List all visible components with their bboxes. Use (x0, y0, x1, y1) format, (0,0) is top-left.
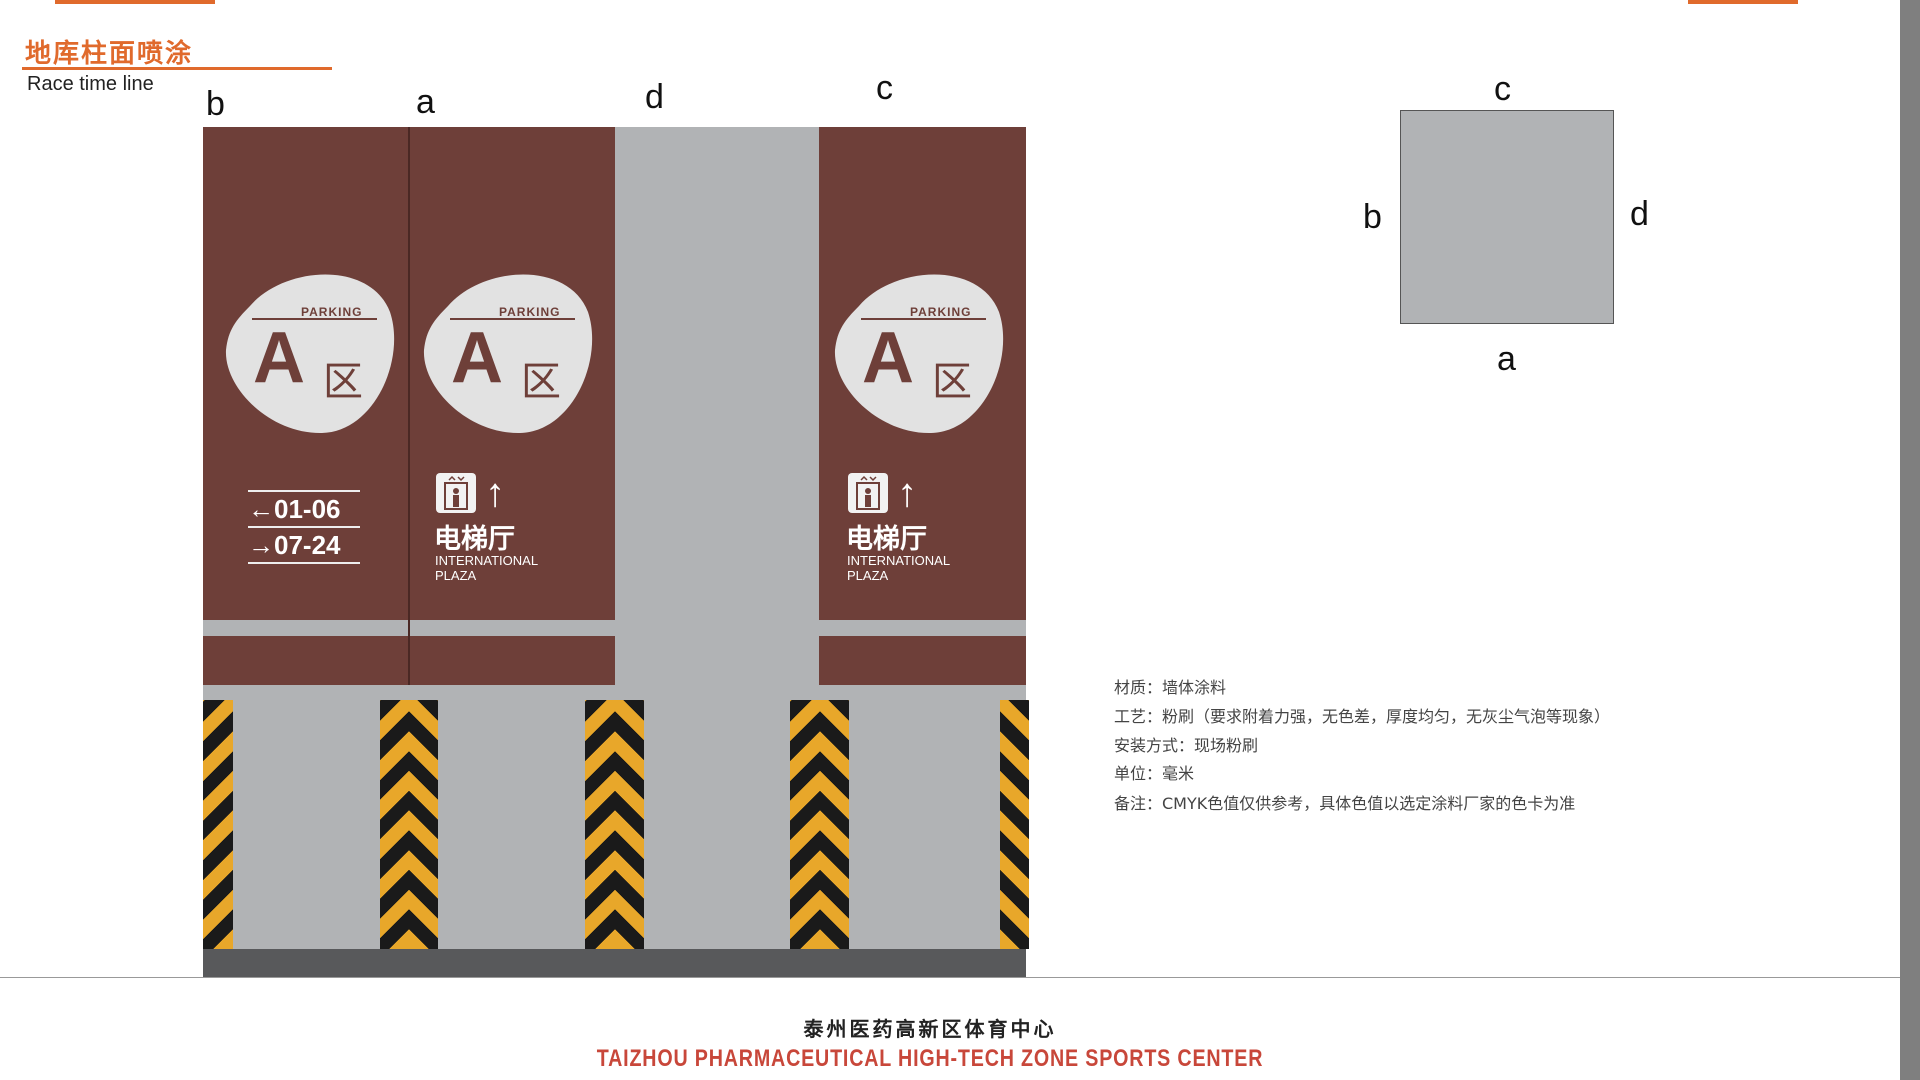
page-title: 地库柱面喷涂 (25, 39, 194, 69)
sign-face-a: PARKING A 区 ↑ 电梯厅 INTERNATIONAL PLAZA (409, 127, 615, 620)
base-strip (203, 949, 1026, 977)
zone-letter: A (862, 318, 914, 398)
plan-label-left: b (1363, 198, 1382, 236)
title-underline (22, 67, 332, 70)
zone-char: 区 (932, 359, 972, 405)
hazard-stripe (585, 700, 644, 949)
arrow-up-icon: ↑ (897, 471, 917, 515)
arrow-up-icon: ↑ (485, 471, 505, 515)
column-elevation: PARKING A 区 ←01-06 →07-24 PARKING A 区 ↑ … (203, 127, 1029, 977)
plaza-label: INTERNATIONAL PLAZA (435, 553, 538, 583)
footer-title-en: TAIZHOU PHARMACEUTICAL HIGH-TECH ZONE SP… (596, 1045, 1264, 1072)
band-c (819, 636, 1026, 685)
parking-blob (834, 274, 1004, 434)
direction-right: →07-24 (248, 530, 341, 560)
parking-blob (423, 274, 593, 434)
zone-letter: A (253, 318, 305, 398)
direction-list: ←01-06 →07-24 (248, 490, 360, 564)
elevator-icon (848, 473, 888, 513)
elevator-hall-label: 电梯厅 (846, 524, 927, 555)
footer-divider (0, 977, 1900, 978)
zone-char: 区 (323, 359, 363, 405)
hazard-stripe (380, 700, 438, 949)
face-label-a: a (416, 83, 435, 121)
direction-left: ←01-06 (248, 494, 341, 524)
page-subtitle: Race time line (27, 73, 154, 95)
scrollbar-edge (1900, 0, 1920, 1080)
face-label-b: b (206, 85, 225, 123)
zone-char: 区 (521, 359, 561, 405)
column-plan-square (1400, 110, 1614, 324)
parking-label: PARKING (910, 305, 972, 319)
note-install: 安装方式：现场粉刷 (1114, 736, 1259, 755)
hazard-stripe (790, 700, 849, 949)
plaza-label: INTERNATIONAL PLAZA (847, 553, 950, 583)
note-process: 工艺：粉刷（要求附着力强，无色差，厚度均匀，无灰尘气泡等现象） (1114, 707, 1611, 726)
logo-fragment (1688, 0, 1798, 4)
parking-label: PARKING (499, 305, 561, 319)
note-material: 材质：墙体涂料 (1114, 678, 1227, 697)
face-label-c: c (876, 69, 893, 107)
face-label-d: d (645, 78, 664, 116)
footer-title-cn: 泰州医药高新区体育中心 (803, 1017, 1057, 1041)
note-remark: 备注：CMYK色值仅供参考，具体色值以选定涂料厂家的色卡为准 (1114, 794, 1576, 813)
hazard-stripe (1000, 700, 1029, 949)
sign-face-b: PARKING A 区 ←01-06 →07-24 (203, 127, 409, 620)
elevator-icon (436, 473, 476, 513)
zone-letter: A (451, 318, 503, 398)
sign-face-c: PARKING A 区 ↑ 电梯厅 INTERNATIONAL PLAZA (819, 127, 1026, 620)
elevator-hall-label: 电梯厅 (434, 524, 515, 555)
logo-fragment (55, 0, 215, 4)
edge-line (408, 127, 410, 685)
plan-label-bottom: a (1497, 340, 1516, 378)
note-unit: 单位：毫米 (1114, 764, 1195, 783)
parking-label: PARKING (301, 305, 363, 319)
plan-label-right: d (1630, 195, 1649, 233)
plan-label-top: c (1494, 70, 1511, 108)
parking-blob (225, 274, 395, 434)
hazard-stripe (203, 700, 233, 949)
